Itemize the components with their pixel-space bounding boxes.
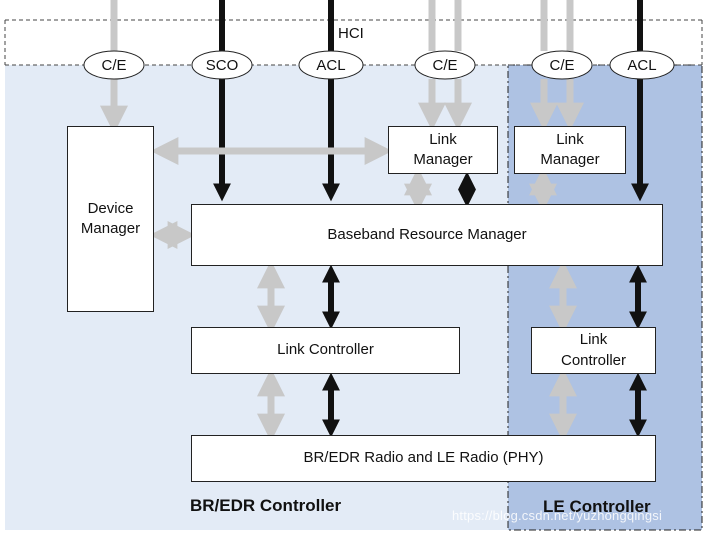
hci-label: HCI	[338, 25, 364, 42]
link-manager-box: Link Manager	[388, 126, 498, 174]
connector-acl-label: ACL	[316, 56, 346, 74]
le-link-manager-box: Link Manager	[514, 126, 626, 174]
connector-oval	[83, 50, 145, 80]
le-controller-label: LE Controller	[543, 497, 651, 516]
bredr-controller-label: BR/EDR Controller	[190, 496, 342, 515]
connector-sco-label: SCO	[205, 56, 239, 74]
connector-oval	[531, 50, 593, 80]
connector-oval	[191, 50, 253, 80]
watermark: https://blog.csdn.net/yuzhongqingsi	[452, 508, 663, 523]
connector-oval	[414, 50, 476, 80]
le-link-controller-box: Link Controller	[531, 327, 656, 374]
connector-acl-label: ACL	[627, 56, 657, 74]
connector-oval	[609, 50, 675, 80]
connector-ce-label: C/E	[549, 56, 575, 74]
link-controller-box: Link Controller	[191, 327, 460, 374]
radio-phy-box: BR/EDR Radio and LE Radio (PHY)	[191, 435, 656, 482]
connector-ce-label: C/E	[432, 56, 458, 74]
baseband-resource-manager-box: Baseband Resource Manager	[191, 204, 663, 266]
connector-ce-label: C/E	[101, 56, 127, 74]
connector-oval	[298, 50, 364, 80]
device-manager-box: Device Manager	[67, 126, 154, 312]
